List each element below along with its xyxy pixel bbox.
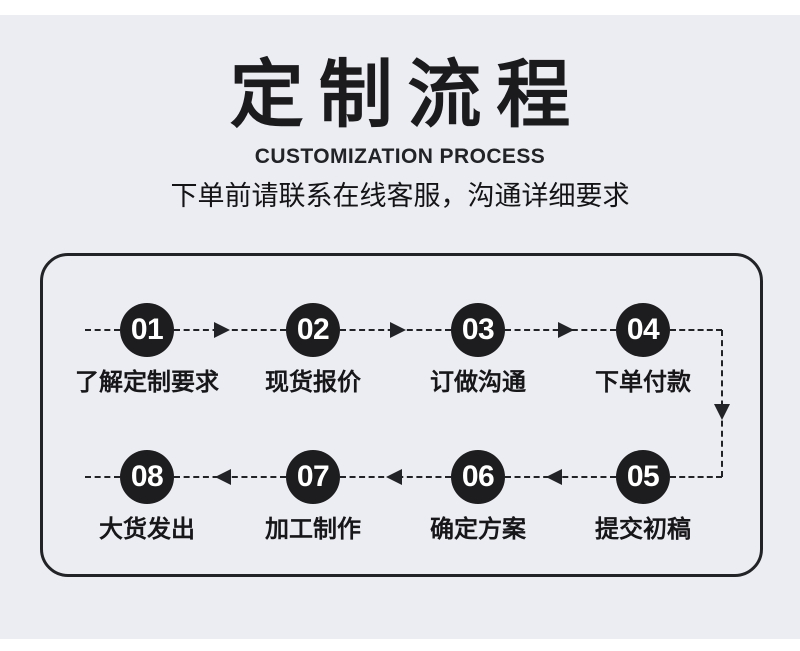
arrow-right-icon — [390, 322, 406, 338]
step-label: 现货报价 — [265, 369, 361, 396]
flow-step-04: 04 下单付款 — [553, 303, 733, 397]
flow-step-01: 01 了解定制要求 — [57, 303, 237, 397]
arrow-right-icon — [558, 322, 574, 338]
arrow-down-icon — [714, 404, 730, 420]
flow-step-08: 08 大货发出 — [57, 450, 237, 544]
flow-step-03: 03 订做沟通 — [388, 303, 568, 397]
step-label: 加工制作 — [265, 516, 361, 543]
step-number-badge: 07 — [286, 450, 340, 504]
dashed-connector — [670, 329, 722, 331]
dashed-connector — [670, 476, 722, 478]
step-label: 确定方案 — [430, 516, 526, 543]
flow-step-07: 07 加工制作 — [223, 450, 403, 544]
arrow-left-icon — [215, 469, 231, 485]
step-label: 提交初稿 — [595, 516, 691, 543]
arrow-left-icon — [386, 469, 402, 485]
step-label: 了解定制要求 — [75, 369, 219, 396]
step-label: 下单付款 — [595, 369, 691, 396]
page-title: 定制流程 — [229, 53, 585, 136]
dashed-connector — [85, 476, 120, 478]
dashed-connector — [85, 329, 120, 331]
step-number-badge: 04 — [616, 303, 670, 357]
step-number-badge: 08 — [120, 450, 174, 504]
step-number-badge: 05 — [616, 450, 670, 504]
dashed-connector-vertical — [721, 330, 723, 477]
flow-step-06: 06 确定方案 — [388, 450, 568, 544]
flow-step-05: 05 提交初稿 — [553, 450, 733, 544]
step-number-badge: 01 — [120, 303, 174, 357]
flow-panel — [40, 253, 763, 577]
arrow-left-icon — [546, 469, 562, 485]
dashed-connector — [174, 329, 286, 331]
page-note: 下单前请联系在线客服，沟通详细要求 — [170, 181, 630, 211]
flow-step-02: 02 现货报价 — [223, 303, 403, 397]
step-number-badge: 02 — [286, 303, 340, 357]
page-subtitle: CUSTOMIZATION PROCESS — [254, 145, 546, 168]
step-label: 大货发出 — [99, 516, 195, 543]
step-label: 订做沟通 — [430, 369, 526, 396]
step-number-badge: 03 — [451, 303, 505, 357]
step-number-badge: 06 — [451, 450, 505, 504]
arrow-right-icon — [214, 322, 230, 338]
